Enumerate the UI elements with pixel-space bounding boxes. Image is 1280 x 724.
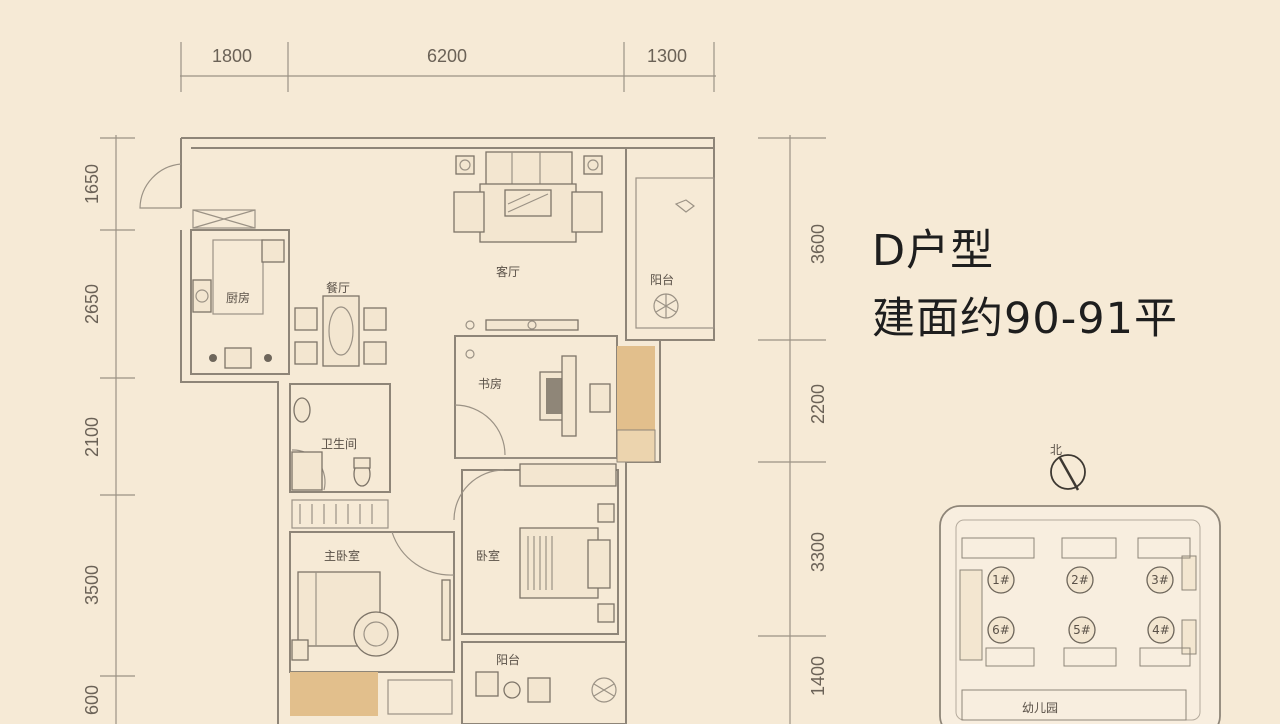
wardrobe-strip <box>299 504 373 524</box>
site-building-6: 6# <box>985 616 1035 667</box>
dim-right-3: 3300 <box>808 532 828 572</box>
compass-north-label: 北 <box>1050 443 1062 457</box>
site-plan: 1# 2# 3# 6# 5# 4# 幼儿园 <box>939 505 1221 724</box>
room-label-living: 客厅 <box>496 264 520 279</box>
room-label-bedroom: 卧室 <box>476 548 500 563</box>
dim-top-3: 1300 <box>647 46 687 66</box>
site-building-label-1: 1# <box>992 573 1010 587</box>
dim-left-3: 2100 <box>82 417 102 457</box>
study-desk <box>456 349 617 487</box>
dim-right-1: 3600 <box>808 224 828 264</box>
balcony-bottom-furniture <box>475 671 617 703</box>
kitchen-fixtures <box>192 239 285 369</box>
dim-left-2: 2650 <box>82 284 102 324</box>
unit-area-label: 建面约90-91平 <box>872 294 1178 344</box>
room-label-balcony-top: 阳台 <box>650 272 674 287</box>
site-building-label-4: 4# <box>1152 623 1170 637</box>
room-label-kitchen: 厨房 <box>226 290 250 305</box>
right-dimension-line: 3600 2200 3300 1400 <box>758 135 828 724</box>
master-bed <box>291 571 451 661</box>
dim-left-5: 600 <box>82 685 102 715</box>
room-label-bathroom: 卫生间 <box>321 437 357 451</box>
dim-right-4: 1400 <box>808 656 828 696</box>
bedroom-bed <box>519 503 615 623</box>
balcony-top-plants <box>653 199 695 319</box>
site-building-3: 3# <box>1137 537 1191 594</box>
dining-table-set <box>294 295 387 367</box>
site-building-4: 4# <box>1139 616 1191 667</box>
living-room-sofa-set <box>453 151 603 331</box>
site-building-label-5: 5# <box>1073 623 1091 637</box>
compass-north-icon: 北 <box>1050 443 1086 491</box>
dim-right-2: 2200 <box>808 384 828 424</box>
left-dimension-line: 1650 2650 2100 3500 600 <box>82 135 135 724</box>
site-kindergarten-label: 幼儿园 <box>1022 701 1058 715</box>
site-building-label-3: 3# <box>1151 573 1169 587</box>
unit-type-title: D户型 <box>872 226 995 276</box>
site-building-label-2: 2# <box>1071 573 1089 587</box>
site-building-1: 1# <box>961 537 1035 594</box>
room-labels: 客厅 餐厅 厨房 阳台 书房 卫生间 主卧室 卧室 阳台 <box>226 264 674 667</box>
dim-top-2: 6200 <box>427 46 467 66</box>
room-label-balcony-bottom: 阳台 <box>496 652 520 667</box>
top-dimension-line: 1800 6200 1300 <box>180 42 716 92</box>
dim-left-4: 3500 <box>82 565 102 605</box>
floor-walls <box>139 137 715 724</box>
room-label-study: 书房 <box>478 376 502 391</box>
site-building-2: 2# <box>1061 537 1117 594</box>
room-label-master-bedroom: 主卧室 <box>324 548 360 563</box>
site-building-label-6: 6# <box>992 623 1010 637</box>
site-building-5: 5# <box>1063 616 1117 667</box>
dim-left-1: 1650 <box>82 164 102 204</box>
dim-top-1: 1800 <box>212 46 252 66</box>
room-label-dining: 餐厅 <box>326 280 350 295</box>
bathroom-fixtures <box>291 397 371 491</box>
